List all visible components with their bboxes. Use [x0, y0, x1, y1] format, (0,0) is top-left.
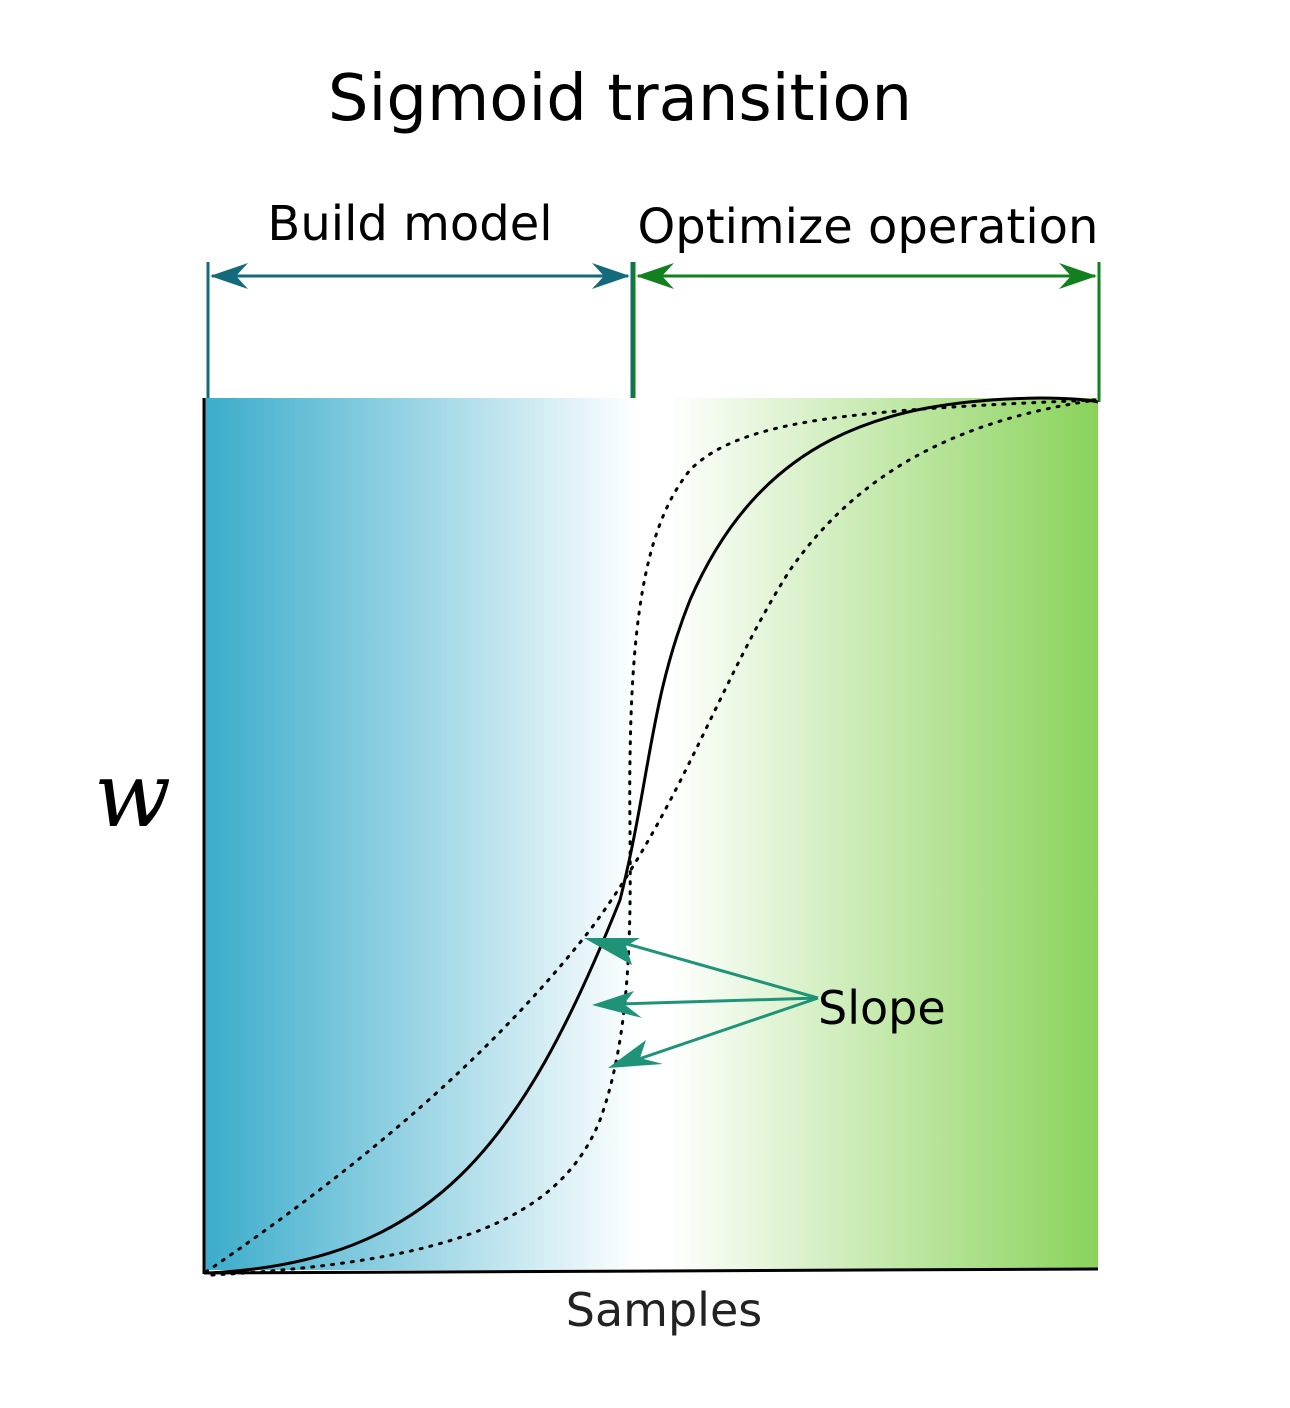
- optimize-right-arrowhead: [1059, 263, 1097, 289]
- diagram-title: Sigmoid transition: [328, 62, 912, 136]
- build-left-arrowhead: [210, 263, 248, 289]
- sigmoid-curve-steep-dotted: [210, 398, 1097, 1277]
- y-axis-label: w: [94, 743, 171, 848]
- slope-arrows: [584, 938, 819, 1068]
- sigmoid-curve-gentle-dotted: [204, 398, 1098, 1274]
- slope-arrowhead-lower: [608, 1040, 663, 1068]
- optimize-left-arrowhead: [636, 263, 674, 289]
- build-model-bracket: [206, 262, 634, 405]
- x-axis-label: Samples: [566, 1283, 762, 1337]
- sigmoid-curve-main: [207, 396, 1099, 1275]
- build-model-label: Build model: [267, 196, 552, 252]
- slope-arrowhead-upper: [584, 938, 640, 965]
- optimize-operation-label: Optimize operation: [638, 199, 1099, 255]
- build-right-arrowhead: [592, 263, 630, 289]
- x-axis: [203, 1267, 1099, 1275]
- optimize-operation-bracket: [632, 262, 1101, 405]
- slope-arrowhead-middle: [592, 991, 642, 1018]
- slope-label: Slope: [818, 981, 946, 1035]
